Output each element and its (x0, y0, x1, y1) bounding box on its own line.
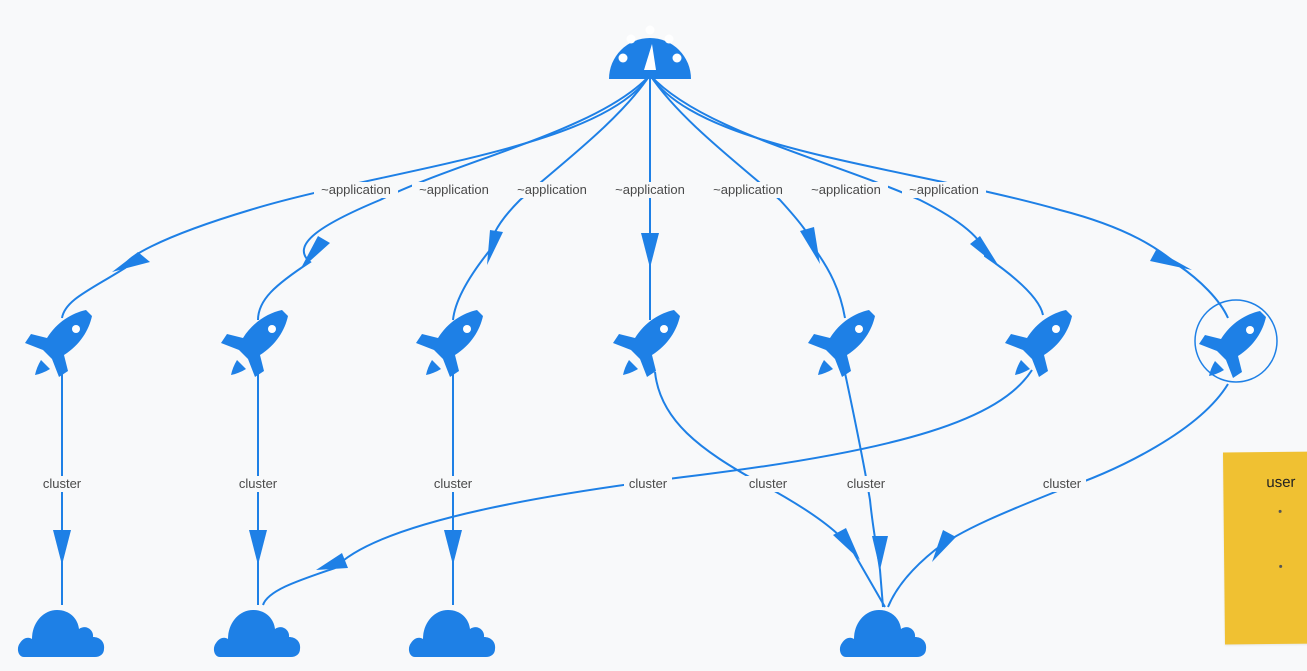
arrowhead (932, 530, 956, 562)
edge-label: ~application (517, 182, 587, 197)
arrowhead (249, 530, 267, 565)
arrowhead (970, 236, 1000, 268)
edge-label: cluster (239, 476, 278, 491)
arrowhead (112, 252, 150, 272)
edge-cluster-7[interactable] (887, 383, 1229, 608)
sticky-note-bullet (1279, 564, 1283, 568)
sticky-note-title: user (1266, 473, 1296, 492)
edge-label: ~application (713, 182, 783, 197)
edge-label: cluster (1043, 476, 1082, 491)
sticky-note[interactable]: user (1222, 451, 1307, 645)
arrowhead (444, 530, 462, 565)
arrowhead (1150, 250, 1192, 270)
cluster-edge-labels: cluster cluster cluster cluster cluster … (38, 476, 1086, 492)
edge-label: cluster (43, 476, 82, 491)
application-edge-labels: ~application ~application ~application ~… (314, 182, 986, 198)
rocket-icon[interactable] (1005, 310, 1072, 377)
arrowhead (300, 236, 330, 270)
sticky-note-bullet (1278, 509, 1282, 513)
edge-application-7[interactable] (649, 74, 1229, 319)
rocket-icon[interactable] (25, 310, 92, 377)
edge-application-2[interactable] (257, 74, 651, 321)
cloud-icon[interactable] (408, 610, 496, 657)
rocket-icon[interactable] (613, 310, 680, 377)
edge-label: cluster (749, 476, 788, 491)
application-edges (61, 74, 1229, 321)
edge-label: ~application (615, 182, 685, 197)
edge-application-6[interactable] (649, 74, 1044, 316)
edge-application-5[interactable] (649, 74, 846, 319)
edge-application-3[interactable] (452, 74, 651, 321)
edge-label: ~application (811, 182, 881, 197)
edge-label: cluster (629, 476, 668, 491)
rocket-icon-selected[interactable] (1194, 299, 1278, 383)
arrowheads (53, 227, 1192, 570)
arrowhead (800, 227, 820, 264)
edge-label: ~application (909, 182, 979, 197)
rocket-icon[interactable] (221, 310, 288, 377)
arrowhead (487, 230, 503, 265)
edge-cluster-4[interactable] (262, 369, 1033, 606)
edge-label: ~application (419, 182, 489, 197)
edge-label: cluster (847, 476, 886, 491)
dashboard-gauge-icon[interactable] (609, 25, 691, 80)
edge-label: cluster (434, 476, 473, 491)
cloud-icon[interactable] (213, 610, 301, 657)
rocket-icon[interactable] (416, 310, 483, 377)
edge-application-1[interactable] (61, 74, 651, 319)
cloud-icon[interactable] (17, 610, 105, 657)
arrowhead (833, 528, 860, 560)
arrowhead (641, 233, 659, 268)
arrowhead (316, 553, 348, 570)
selection-ring (1194, 299, 1278, 383)
cloud-icon[interactable] (839, 610, 927, 657)
edge-label: ~application (321, 182, 391, 197)
arrowhead (53, 530, 71, 565)
rocket-icon[interactable] (808, 310, 875, 377)
arrowhead (872, 536, 888, 570)
